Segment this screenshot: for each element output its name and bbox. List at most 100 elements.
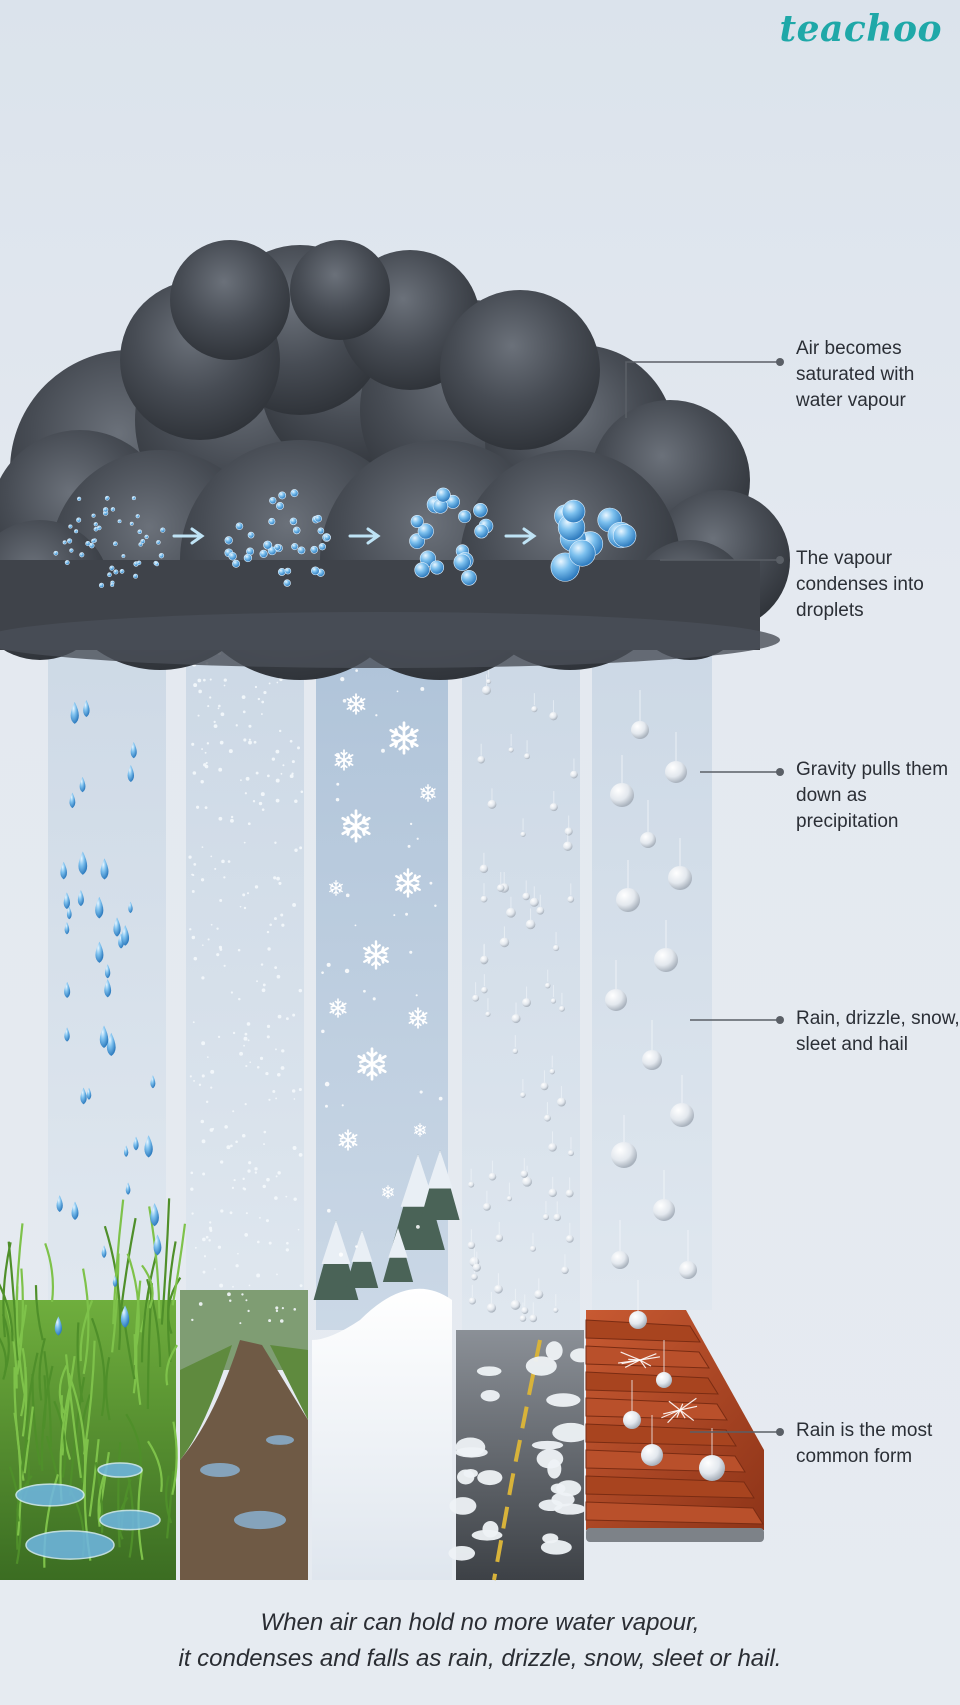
drizzle-icon <box>193 683 198 688</box>
drizzle-icon <box>191 890 195 893</box>
hailstone-icon <box>653 1199 675 1221</box>
drizzle-icon <box>200 878 205 882</box>
hailstone-icon <box>641 1444 663 1466</box>
sleet-panel <box>448 630 592 1581</box>
fine-vapour-dots <box>138 542 143 547</box>
fine-vapour-dots <box>104 495 110 501</box>
snow-speck <box>405 912 409 916</box>
fine-vapour-dots <box>69 548 74 553</box>
sleet-pellet-icon <box>486 679 492 685</box>
raindrop-icon <box>105 964 111 979</box>
fine-vapour-dots <box>109 565 115 571</box>
drizzle-icon <box>201 1041 206 1046</box>
small-droplets <box>232 559 241 568</box>
drizzle-icon <box>204 751 207 754</box>
raindrop-icon <box>83 700 90 717</box>
snow-speck <box>420 687 425 691</box>
drizzle-icon <box>203 1255 207 1258</box>
drizzle-icon <box>235 1264 239 1268</box>
puddle <box>25 1530 115 1560</box>
callout-forms: Rain, drizzle, snow, sleet and hail <box>796 1008 960 1055</box>
sleet-pellet-icon <box>553 1307 559 1313</box>
fine-vapour-dots <box>98 582 105 588</box>
fine-vapour-dots <box>119 569 125 574</box>
hail-splash <box>679 1397 697 1411</box>
drizzle-icon <box>204 764 209 769</box>
drizzle-icon <box>248 1284 251 1287</box>
sleet-pellet-icon <box>563 841 573 851</box>
drizzle-icon <box>216 953 220 957</box>
fine-vapour-dots <box>77 496 82 501</box>
drizzle-icon <box>201 976 205 980</box>
drizzle-icon <box>198 1302 203 1306</box>
hailstone-icon <box>699 1455 725 1481</box>
raindrops <box>54 700 162 1336</box>
fine-vapour-dots <box>160 527 166 533</box>
grass-blade <box>166 1241 177 1362</box>
raindrop-icon <box>121 925 130 946</box>
snow-speck <box>321 1029 325 1034</box>
sleet-pellet-icon <box>488 1172 497 1181</box>
snow-speck <box>326 962 331 967</box>
fine-vapour-dots <box>79 552 85 558</box>
raindrop-icon <box>124 1145 129 1157</box>
grass-blade <box>40 1365 54 1472</box>
drizzle-icon <box>230 1144 233 1148</box>
drizzle-icon <box>235 1140 238 1144</box>
grass-blade <box>17 1304 28 1347</box>
drizzle-icon <box>210 1069 215 1074</box>
drizzle-icon <box>218 816 223 821</box>
small-droplets <box>283 579 291 587</box>
medium-droplets <box>473 503 488 518</box>
drizzle-icon <box>261 988 266 993</box>
drizzle-icon <box>191 1318 194 1322</box>
sleet-pellet-icon <box>481 986 488 994</box>
snow-speck <box>419 1090 423 1094</box>
raindrop-icon <box>78 851 88 875</box>
snow-speck <box>416 837 419 840</box>
fine-vapour-dots <box>107 572 112 578</box>
snow-panel <box>312 630 460 1580</box>
fine-vapour-dots <box>112 541 118 547</box>
small-droplets <box>310 545 319 554</box>
drizzle-icon <box>217 707 220 710</box>
callout-gravity: Gravity pulls them down as precipitation <box>796 759 949 832</box>
sleet-pellet-icon <box>511 1014 521 1024</box>
medium-droplets <box>429 560 445 575</box>
raindrop-icon <box>69 792 76 809</box>
drizzle-icon <box>258 801 263 806</box>
drizzle-icon <box>204 806 208 810</box>
sleet-pellet-icon <box>486 1303 497 1313</box>
drizzle-icon <box>244 1233 249 1237</box>
drizzle-icon <box>232 1110 235 1113</box>
sleet-pellet-icon <box>510 1300 521 1310</box>
grass-blade <box>117 1442 122 1548</box>
grass-blade <box>79 1394 91 1483</box>
drizzle-icon <box>263 1143 265 1146</box>
slush-patch <box>552 1422 590 1443</box>
drizzle-icon <box>273 876 277 880</box>
drizzle-icon <box>274 841 277 844</box>
hail-splash <box>668 1400 681 1411</box>
snow-speck <box>415 994 418 997</box>
drizzle-icon <box>223 678 227 682</box>
caption-line-2: it condenses and falls as rain, drizzle,… <box>178 1645 782 1672</box>
drizzle-icon <box>201 846 204 848</box>
drizzle-icon <box>239 1322 242 1325</box>
drizzle-icon <box>298 1153 303 1157</box>
drizzle-icon <box>272 1089 276 1093</box>
drizzle-icon <box>291 772 294 775</box>
drizzle-icon <box>241 1293 244 1296</box>
drizzle-icon <box>193 1079 195 1082</box>
drizzle-icon <box>265 1071 269 1076</box>
snow-speck <box>429 881 433 885</box>
sleet-pellet-icon <box>548 1143 557 1152</box>
drizzle-icon <box>248 1161 252 1165</box>
drizzle-icon <box>223 876 226 879</box>
drizzle-icon <box>298 988 303 993</box>
drizzle-icon <box>286 1241 289 1245</box>
drizzle-icon <box>191 1212 194 1215</box>
drizzle-icon <box>278 729 282 733</box>
small-droplets <box>314 514 323 523</box>
drizzle-icon <box>219 1160 224 1164</box>
